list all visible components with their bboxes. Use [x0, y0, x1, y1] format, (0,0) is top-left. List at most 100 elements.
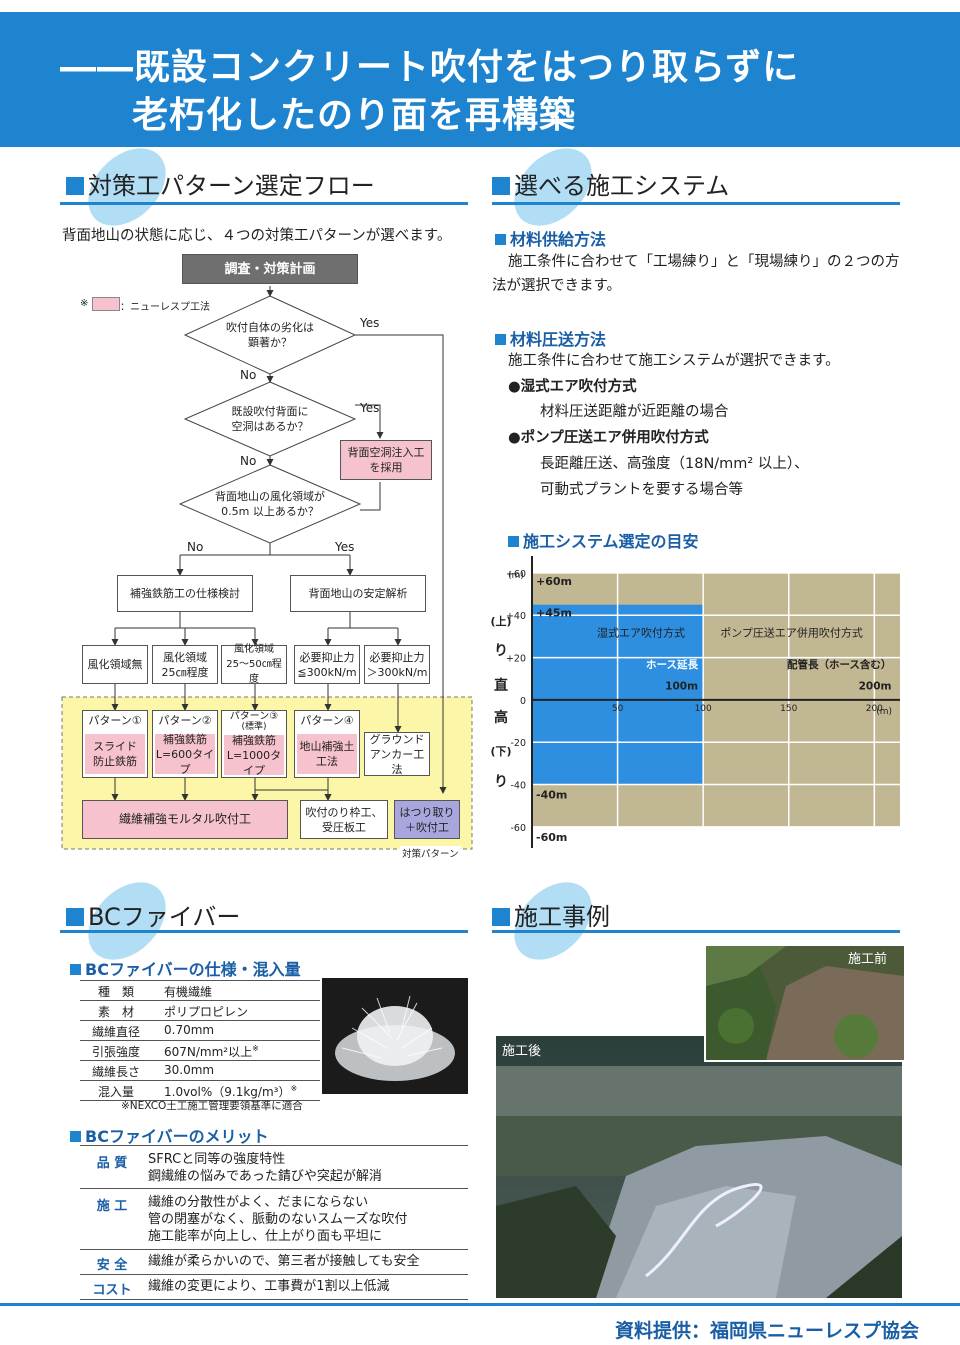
pipe-length-value: 200m — [859, 680, 892, 692]
y-axis-label-char: 直 — [494, 677, 508, 694]
y-tick-label: +20 — [506, 654, 526, 665]
bc-spec-key: 素 材 — [97, 1005, 134, 1019]
y-tick-label: 0 — [520, 696, 526, 707]
bc-spec-title: BCファイバーの仕様・混入量 — [70, 956, 301, 980]
decision-q1: 吹付自体の劣化は顕著か？ — [226, 321, 314, 349]
y-axis-label-char: り — [494, 774, 508, 790]
square-icon — [492, 177, 510, 195]
x-tick-label: 50 — [612, 704, 624, 714]
bc-spec-key: 種 類 — [97, 985, 134, 999]
y-axis-label-char: (上) — [490, 614, 511, 628]
no-label: No — [240, 454, 257, 468]
wet-title: ●湿式エア吹付方式 — [508, 379, 637, 395]
section-title-flow: 対策工パターン選定フロー — [66, 166, 375, 201]
yes-label: Yes — [335, 540, 355, 554]
y-axis-label-char: (下) — [490, 745, 511, 758]
pump-text-2: 可動式プラントを要する場合等 — [540, 482, 743, 498]
y-tick-label: -60 — [510, 823, 526, 834]
section-rule — [60, 930, 468, 933]
bc-spec-value: 有機繊維 — [164, 985, 213, 999]
pattern-label: 対策パターン — [400, 846, 461, 860]
y-tick-label: +60 — [506, 569, 526, 580]
bc-spec-value: 607N/mm²以上※ — [164, 1044, 259, 1059]
level-annotation: -40m — [536, 789, 567, 802]
x-unit: (m) — [876, 707, 892, 717]
pump-region-label: ポンプ圧送エア併用吹付方式 — [720, 625, 863, 639]
pattern-1: パターン① スライド防止鉄筋 — [82, 710, 148, 778]
bc-spec-value: 0.70mm — [164, 1023, 215, 1037]
y-tick-label: -40 — [510, 781, 526, 792]
square-icon — [492, 908, 510, 926]
yes-label: Yes — [360, 316, 380, 330]
square-icon — [70, 1131, 81, 1142]
section-rule — [60, 202, 468, 205]
legend-swatch — [92, 297, 120, 311]
flow-start-box: 調査・対策計画 — [182, 254, 358, 284]
square-icon — [66, 177, 84, 195]
x-tick-label: 200 — [866, 704, 883, 714]
level-annotation: -60m — [536, 831, 567, 844]
legend-label: ：ニューレスプ工法 — [120, 302, 210, 313]
square-icon — [495, 234, 506, 245]
square-icon — [66, 908, 84, 926]
before-slope-image — [706, 946, 904, 1060]
header-title-line2: 老朽化したのり面を再構築 — [132, 95, 577, 136]
note-mark: ※ — [252, 1044, 259, 1053]
fiber-pile-image — [322, 978, 468, 1094]
bc-footnote: ※NEXCO土工施工管理要領基準に適合 — [121, 1100, 303, 1112]
y-tick-label: +40 — [506, 611, 526, 622]
square-icon — [70, 964, 81, 975]
header-title-line1: ――既設コンクリート吹付をはつり取らずに — [60, 47, 800, 88]
section-title-system: 選べる施工システム — [492, 166, 729, 201]
merit-rule — [80, 1188, 468, 1189]
square-icon — [508, 536, 519, 547]
hose-length-label: ホース延長 — [646, 658, 698, 671]
condition-box-4: 必要抑止力≦300kN/m — [294, 645, 360, 684]
yes-label: Yes — [360, 401, 380, 415]
legend-note: ※ — [80, 298, 89, 309]
wet-text: 材料圧送距離が近距離の場合 — [540, 404, 729, 420]
bc-spec-key: 繊維長さ — [91, 1065, 140, 1079]
header-banner: ――既設コンクリート吹付をはつり取らずに 老朽化したのり面を再構築 — [0, 12, 960, 147]
wet-region-label: 湿式エア吹付方式 — [597, 625, 685, 639]
section-title-cases: 施工事例 — [492, 897, 610, 932]
level-annotation: +60m — [536, 575, 572, 588]
chipping-box: はつり取り＋吹付工 — [394, 800, 460, 839]
x-tick-label: 150 — [780, 704, 797, 714]
after-label: 施工後 — [502, 1044, 542, 1059]
hose-length-value: 100m — [665, 680, 698, 692]
pattern-4: パターン④ 地山補強土工法 — [294, 710, 360, 778]
before-label: 施工前 — [848, 952, 888, 967]
bc-spec-row: 種 類 有機繊維 — [80, 981, 320, 1001]
decision-q2: 既設吹付背面に空洞はあるか？ — [231, 405, 309, 433]
bc-fiber-photo — [322, 978, 468, 1094]
after-photo — [496, 1036, 902, 1298]
bc-spec-value: 1.0vol%（9.1kg/m³）※ — [164, 1084, 298, 1099]
pressure-text: 施工条件に合わせて施工システムが選択できます。 — [508, 353, 840, 369]
condition-box-5: 必要抑止力＞300kN/m — [364, 645, 430, 684]
pressure-title: 材料圧送方法 — [495, 326, 606, 350]
supply-title: 材料供給方法 — [495, 226, 606, 250]
rebar-spec-box: 補強鉄筋工の仕様検討 — [117, 575, 253, 612]
bc-merit-title: BCファイバーのメリット — [70, 1123, 269, 1147]
supply-text-2: 法が選択できます。 — [492, 278, 622, 294]
merit-rule — [80, 1145, 468, 1146]
pump-title: ●ポンプ圧送エア併用吹付方式 — [508, 430, 709, 446]
y-axis-label-char: り — [494, 643, 508, 659]
y-tick-label: -20 — [510, 738, 526, 749]
merit-rule — [80, 1274, 468, 1275]
section-rule — [492, 930, 900, 933]
frame-box: 吹付のり枠工、受圧板工 — [300, 800, 388, 839]
section-title-bc: BCファイバー — [66, 897, 240, 932]
fiber-mortar-box: 繊維補強モルタル吹付工 — [82, 800, 288, 839]
square-icon — [495, 334, 506, 345]
